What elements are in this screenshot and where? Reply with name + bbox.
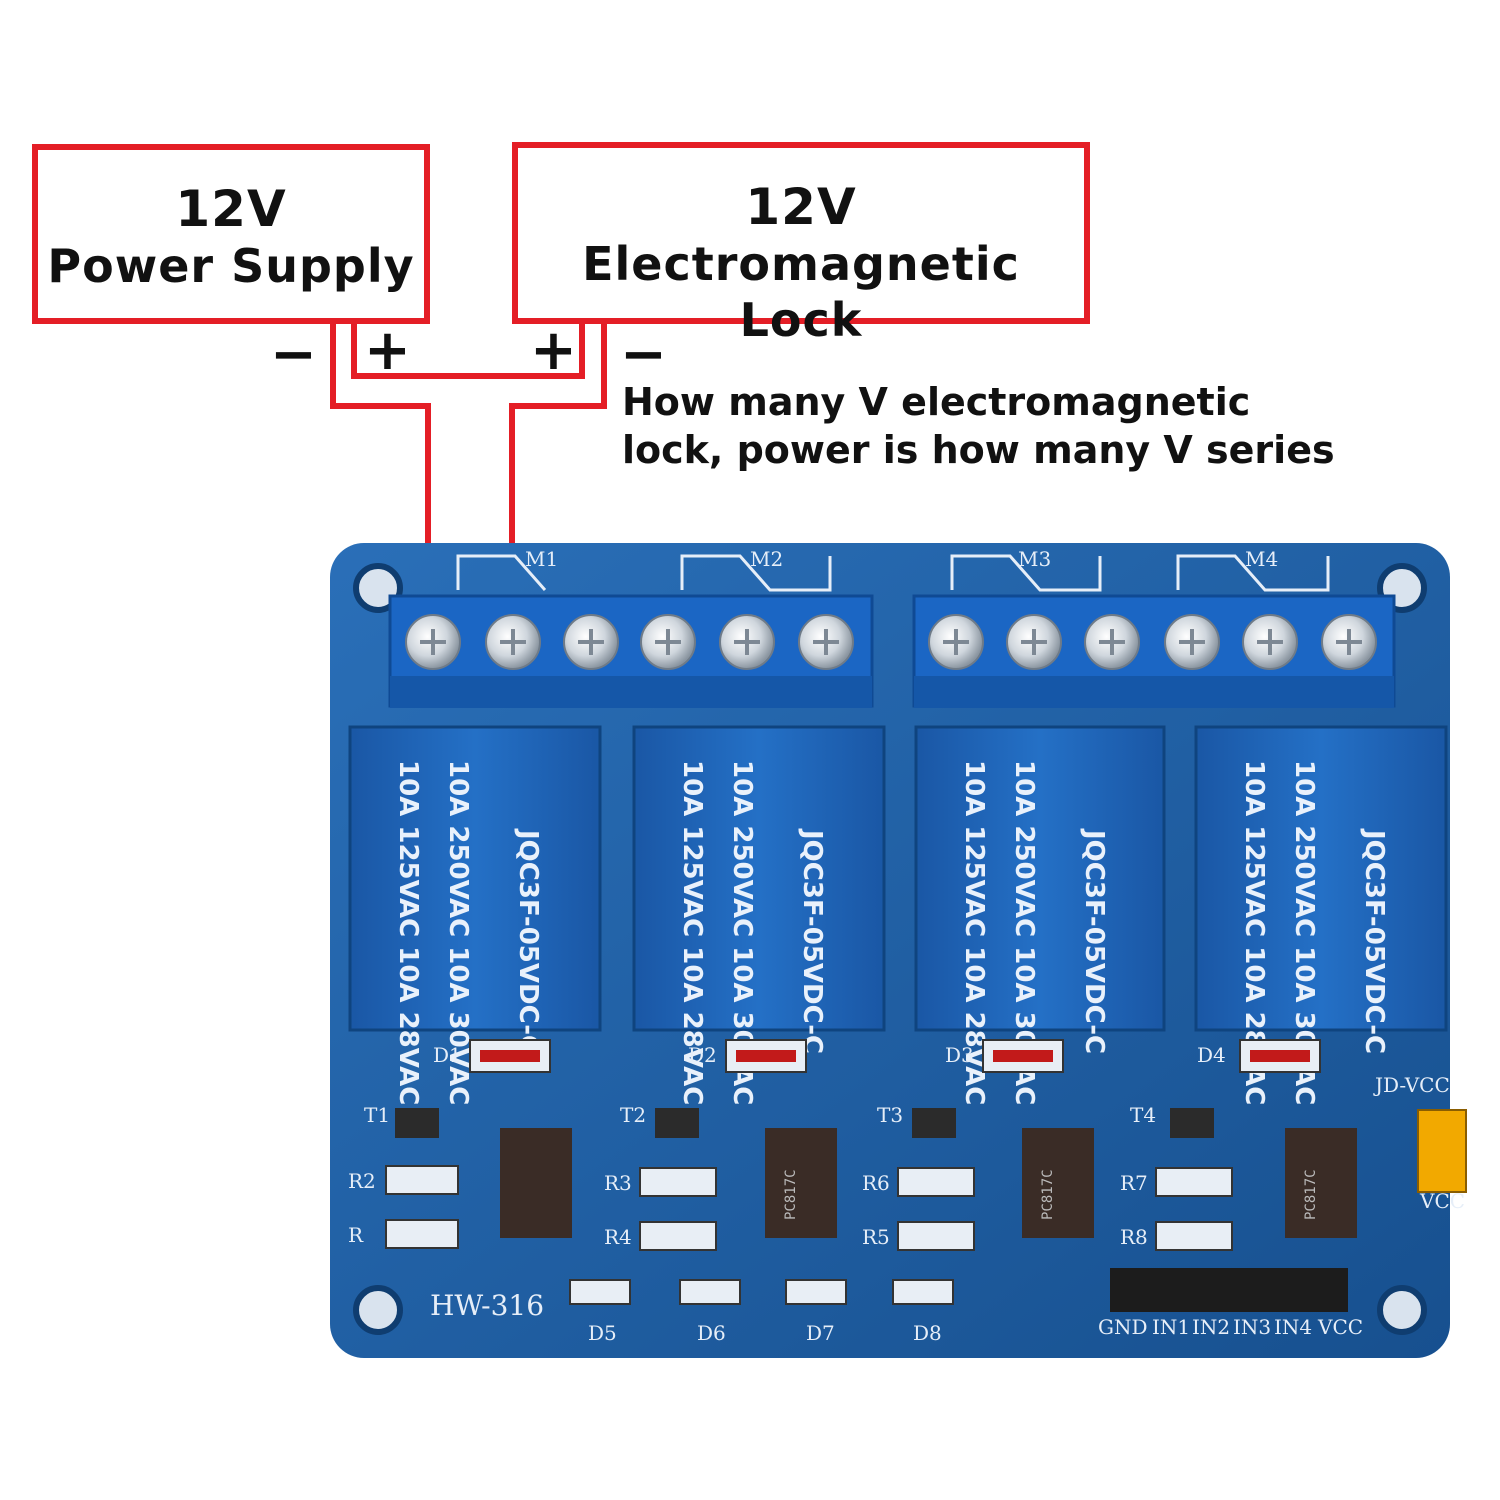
relay-1-rating1: 10A 250VAC 10A 30VAC [443, 760, 473, 1105]
power-supply-label: Power Supply [47, 239, 415, 293]
resistor-label-r7: R7 [1120, 1171, 1148, 1195]
transistor-label-t2: T2 [620, 1103, 646, 1127]
lock-voltage: 12V [745, 178, 857, 236]
terminal-block-right [912, 594, 1396, 708]
screw-8 [1006, 614, 1062, 670]
pin-label-in3: IN3 [1233, 1315, 1271, 1339]
diode-label-d2: D2 [688, 1043, 717, 1067]
opto-2-label: PC817C [783, 1169, 799, 1220]
jumper-label-bottom: VCC [1419, 1189, 1465, 1213]
relay-1-rating2: 10A 125VAC 10A 28VAC [393, 760, 423, 1105]
terminal-block-left [388, 594, 874, 708]
transistor-label-t4: T4 [1130, 1103, 1156, 1127]
power-supply-voltage: 12V [175, 180, 287, 238]
transistors [395, 1108, 1214, 1138]
screw-1 [405, 614, 461, 670]
screw-2 [485, 614, 541, 670]
leds [569, 1279, 954, 1305]
opto-3-label: PC817C [1040, 1169, 1056, 1220]
screw-4 [640, 614, 696, 670]
power-supply-box: 12V Power Supply [32, 144, 430, 324]
diode-label-d3: D3 [945, 1043, 974, 1067]
relay-4-model: JQC3F-05VDC-C [1359, 828, 1389, 1054]
psu-negative-wire [330, 322, 431, 595]
resistor-label-r2: R2 [348, 1169, 376, 1193]
psu-positive-sign: + [364, 318, 411, 383]
relay-3-model: JQC3F-05VDC-C [1079, 828, 1109, 1054]
led-label-d7: D7 [806, 1321, 835, 1345]
pcb-board [330, 543, 1450, 1358]
screw-6 [798, 614, 854, 670]
screw-3 [563, 614, 619, 670]
led-label-d5: D5 [588, 1321, 617, 1345]
diodes [469, 1039, 1321, 1073]
resistors [385, 1165, 1233, 1251]
resistor-label-r5: R5 [862, 1225, 890, 1249]
relay-label-m3: M3 [1018, 547, 1051, 571]
relay-label-m2: M2 [750, 547, 783, 571]
lock-positive-sign: + [530, 318, 577, 383]
screw-5 [719, 614, 775, 670]
voltage-note-line1: How many V electromagnetic [622, 380, 1251, 424]
lock-negative-wire [509, 322, 607, 595]
resistor-label-r6: R6 [862, 1171, 890, 1195]
diode-label-d1: D1 [433, 1043, 462, 1067]
lock-negative-sign: − [620, 322, 667, 387]
wiring [330, 322, 607, 595]
optocouplers [500, 1128, 1357, 1238]
lock-label: Electromagnetic Lock [582, 237, 1020, 347]
mount-hole-bl [353, 1285, 403, 1335]
board-model: HW-316 [430, 1289, 544, 1322]
led-label-d6: D6 [697, 1321, 726, 1345]
mount-hole-br [1377, 1285, 1427, 1335]
opto-4-label: PC817C [1303, 1169, 1319, 1220]
voltage-note: How many V electromagnetic lock, power i… [622, 378, 1382, 474]
relay-2-model: JQC3F-05VDC-C [797, 828, 827, 1054]
resistor-label-r3: R3 [604, 1171, 632, 1195]
pin-label-gnd: GND [1098, 1315, 1148, 1339]
lock-box: 12V Electromagnetic Lock [512, 142, 1090, 347]
transistor-label-t1: T1 [364, 1103, 390, 1127]
relay-1-model: JQC3F-05VDC-C [513, 828, 543, 1054]
screw-11 [1242, 614, 1298, 670]
resistor-label-r8: R8 [1120, 1225, 1148, 1249]
relay-1: JQC3F-05VDC-C 10A 250VAC 10A 30VAC 10A 1… [348, 725, 602, 1105]
jumper [1417, 1109, 1467, 1193]
resistor-label-r4: R4 [604, 1225, 632, 1249]
pin-label-in1: IN1 [1152, 1315, 1190, 1339]
resistor-label-r: R [348, 1223, 364, 1247]
pin-label-vcc: VCC [1317, 1315, 1363, 1339]
screw-12 [1321, 614, 1377, 670]
relay-2-rating2: 10A 125VAC 10A 28VAC [677, 760, 707, 1105]
jumper-label-top: JD-VCC [1373, 1073, 1450, 1097]
pin-header [1110, 1268, 1348, 1312]
psu-positive-wire [351, 322, 585, 379]
relay-label-m4: M4 [1245, 547, 1278, 571]
pin-label-in2: IN2 [1192, 1315, 1230, 1339]
screw-9 [1084, 614, 1140, 670]
terminal-screws [405, 614, 1377, 670]
psu-negative-sign: − [270, 322, 317, 387]
screw-10 [1164, 614, 1220, 670]
voltage-note-line2: lock, power is how many V series [622, 428, 1335, 472]
pin-label-in4: IN4 [1274, 1315, 1312, 1339]
diode-label-d4: D4 [1197, 1043, 1226, 1067]
transistor-label-t3: T3 [877, 1103, 903, 1127]
relay-label-m1: M1 [525, 547, 558, 571]
screw-7 [928, 614, 984, 670]
led-label-d8: D8 [913, 1321, 942, 1345]
